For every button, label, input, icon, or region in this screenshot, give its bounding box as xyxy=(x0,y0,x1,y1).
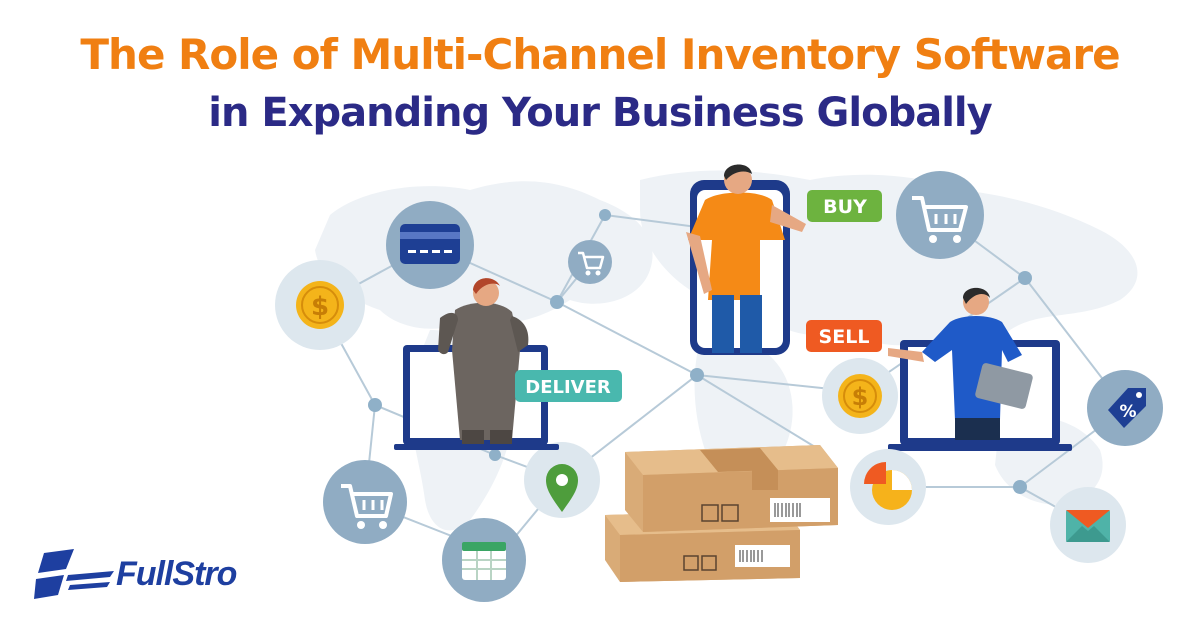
buy-tag: BUY xyxy=(807,190,882,222)
businessman-figure xyxy=(438,278,529,444)
buy-label: BUY xyxy=(823,196,867,218)
headline-line-2: in Expanding Your Business Globally xyxy=(208,90,992,136)
brand-name: FullStro xyxy=(116,555,237,593)
seller-figure xyxy=(888,287,1033,440)
dollar-coin-icon: $ xyxy=(275,260,365,350)
buyer-figure xyxy=(686,164,806,353)
brand-logo: FullStro xyxy=(34,545,254,605)
small-cart-icon xyxy=(568,240,612,284)
sell-label: SELL xyxy=(819,326,870,348)
dollar-coin-icon: $ xyxy=(822,358,898,434)
brand-mark-icon xyxy=(34,549,114,599)
shopping-cart-icon xyxy=(323,460,407,544)
envelope-icon xyxy=(1050,487,1126,563)
deliver-label: DELIVER xyxy=(525,377,611,398)
pie-chart-icon xyxy=(850,449,926,525)
sell-tag: SELL xyxy=(806,320,882,352)
headline-line-1: The Role of Multi-Channel Inventory Soft… xyxy=(80,30,1120,79)
spreadsheet-icon xyxy=(442,518,526,602)
cardboard-box-icon xyxy=(605,445,838,582)
location-pin-icon xyxy=(524,442,600,518)
discount-tag-icon: % xyxy=(1087,370,1163,446)
cart-circle-icon xyxy=(896,171,984,259)
deliver-tag: DELIVER xyxy=(515,370,622,402)
svg-text:$: $ xyxy=(852,383,869,411)
credit-card-icon xyxy=(386,201,474,289)
percent-label: % xyxy=(1119,402,1136,422)
svg-text:$: $ xyxy=(311,292,329,322)
